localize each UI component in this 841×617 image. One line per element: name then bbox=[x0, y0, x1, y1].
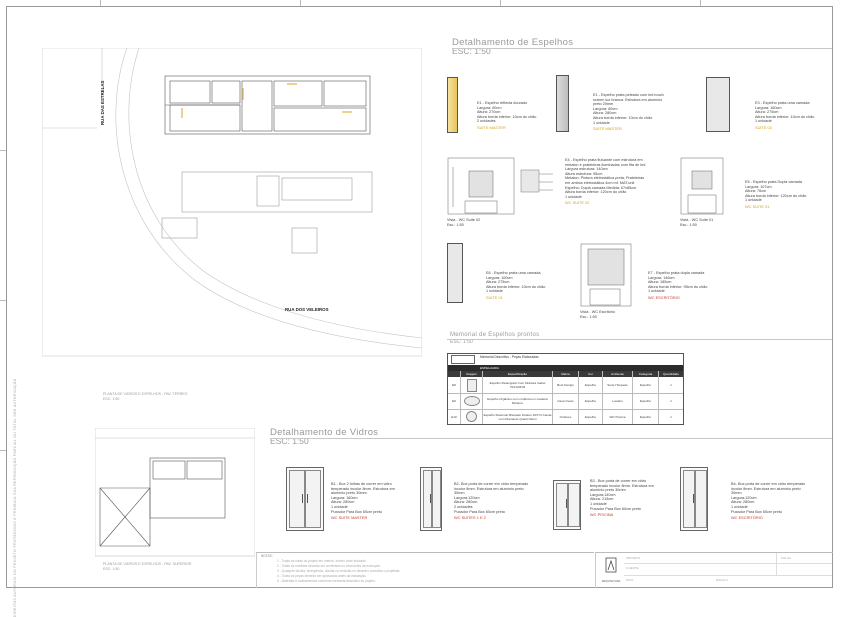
box-b3-drawing bbox=[553, 480, 581, 530]
title-field-sheet: FOLHA bbox=[781, 556, 792, 560]
view-wc-suite-01-drawing bbox=[680, 157, 724, 215]
grid-tick bbox=[100, 0, 101, 6]
box-b3-spec: B3 - Box porta de correr em vidro temper… bbox=[590, 479, 654, 518]
mirror-e5-spec: E5 - Espelho prata Dupla camada Largura:… bbox=[745, 180, 807, 209]
mirror-organic-icon bbox=[463, 396, 480, 406]
grid-tick bbox=[300, 0, 301, 6]
note-line: 1 - Todas as cotas do projeto em metros,… bbox=[277, 559, 367, 563]
mirrors-section-scale: ESC: 1:50 bbox=[452, 46, 491, 56]
glass-section-rule bbox=[270, 438, 832, 439]
box-b4-spec: B4- Box porta de correr em vidro tempera… bbox=[731, 482, 806, 521]
box-b4-drawing bbox=[680, 467, 708, 531]
memorial-rule bbox=[447, 339, 832, 340]
view-wc-escritorio-label: Vista - WC Escritório Esc.: 1:50 bbox=[580, 310, 615, 319]
door-handle-icon bbox=[566, 499, 567, 508]
upper-floor-plan-label: PLANTA DE VIDROS E ESPELHOS - PAV. SUPER… bbox=[103, 562, 192, 571]
title-field-date: DATA bbox=[626, 578, 634, 582]
product-thumbnail bbox=[460, 393, 482, 409]
product-thumbnail bbox=[460, 409, 482, 424]
door-handle-icon bbox=[693, 494, 694, 503]
view-wc-escritorio-drawing bbox=[580, 243, 632, 307]
title-field-project: PROJETO bbox=[626, 556, 641, 560]
note-line: 4 - Todas as peças deverão ser aprovadas… bbox=[277, 574, 367, 578]
mirror-e6-spec: E6 - Espelho prata uma camada Largura: 1… bbox=[486, 271, 546, 300]
box-b2-spec: B2- Box porta de correr em vidro tempera… bbox=[454, 482, 529, 521]
copyright-side-note: DIREITOS AUTORAIS DO PROJETO PROTEGIDOS … bbox=[13, 378, 17, 617]
mirror-round-icon bbox=[466, 411, 477, 422]
grid-tick bbox=[700, 0, 701, 6]
grid-tick bbox=[500, 0, 501, 6]
table-row: E9 Espelho Orgânico com moldura em madei… bbox=[448, 393, 683, 410]
view-wc-suite-02-label: Vista - WC Suíte 02 Esc.: 1:50 bbox=[447, 218, 481, 227]
memorial-table: Memorial Descritivo - Peças Elaboradas E… bbox=[447, 353, 684, 425]
ground-floor-plan-label: PLANTA DE VIDROS E ESPELHOS - PAV. TÉRRE… bbox=[103, 392, 188, 401]
mirrors-section-title: Detalhamento de Espelhos bbox=[452, 37, 574, 48]
note-line: 3 - Qualquer dúvida, divergência, dúvida… bbox=[277, 569, 401, 573]
view-wc-suite-02-drawing bbox=[447, 157, 515, 215]
mirror-e2-drawing bbox=[556, 75, 569, 132]
wc-suite-02-side-detail bbox=[520, 169, 553, 193]
memorial-title: Memorial de Espelhos prontos bbox=[450, 332, 540, 338]
mirror-e6-drawing bbox=[447, 243, 463, 303]
box-b1-spec: B1 - Box 2 folhas de correr em vidro tem… bbox=[331, 482, 395, 521]
view-wc-suite-01-label: Vista - WC Suíte 01 Esc.: 1:50 bbox=[680, 218, 714, 227]
door-handle-icon bbox=[307, 494, 308, 503]
mirror-e1-spec: E1 - Espelho reflecta dourado Largura: 6… bbox=[477, 101, 537, 130]
memorial-table-title: Memorial Descritivo - Peças Elaboradas bbox=[480, 355, 539, 359]
note-line: 5 - Materiais e acabamentos conforme mem… bbox=[277, 579, 376, 583]
company-logo-icon bbox=[451, 355, 475, 364]
grid-tick bbox=[0, 450, 6, 451]
memorial-table-header-row: Imagem Especificação Marca Cor Ambiente … bbox=[448, 371, 683, 377]
glass-section-scale: ESC: 1:50 bbox=[270, 436, 309, 446]
mirror-e3-drawing bbox=[706, 77, 730, 132]
mirror-e4-spec: E4 - Espelho prata flutuante com estrutu… bbox=[565, 158, 646, 206]
notes-box: NOTAS: 1 - Todas as cotas do projeto em … bbox=[256, 552, 594, 588]
mirror-rect-icon bbox=[466, 378, 477, 392]
box-b2-drawing bbox=[420, 467, 442, 531]
mirror-e2-spec: E1 - Espelho prata peleado com led touch… bbox=[593, 93, 664, 132]
grid-tick bbox=[0, 150, 6, 151]
table-row: E8 Espelho Retangular Com Moldura Isabel… bbox=[448, 377, 683, 394]
street-label-estrelas: RUA DAS ESTRELAS bbox=[100, 80, 105, 125]
sheet-border bbox=[6, 6, 833, 588]
mirror-e1-drawing bbox=[447, 77, 458, 133]
mirror-e7-spec: E7 - Espelho prata dupla camada Largura:… bbox=[648, 271, 708, 300]
table-row: E10 Espelho Redondo Bisotado Drakon 40X7… bbox=[448, 409, 683, 424]
box-b1-drawing bbox=[286, 467, 324, 531]
door-handle-icon bbox=[302, 494, 303, 503]
door-handle-icon bbox=[430, 494, 431, 503]
title-field-client: CLIENTE bbox=[626, 566, 639, 570]
title-field-scale: ESCALA bbox=[716, 578, 728, 582]
site-plan-ground-floor bbox=[42, 48, 422, 357]
product-thumbnail bbox=[460, 377, 482, 393]
glass-section-title: Detalhamento de Vidros bbox=[270, 427, 379, 438]
mirror-e3-spec: E3 - Espelho prata uma camada Largura: 1… bbox=[755, 101, 815, 130]
site-plan-upper-floor bbox=[95, 428, 255, 557]
mirrors-section-rule bbox=[452, 48, 832, 49]
notes-heading: NOTAS: bbox=[261, 554, 273, 558]
title-block: ARQUITETURA PROJETO CLIENTE DATA ESCALA … bbox=[595, 552, 833, 588]
note-line: 2 - Todas as medidas deverão ser conferi… bbox=[277, 564, 381, 568]
memorial-table-subtitle-row: ESPELHARIA bbox=[448, 365, 683, 371]
memorial-scale: ESC: 1:50 bbox=[450, 339, 473, 345]
grid-tick bbox=[0, 300, 6, 301]
street-label-veleiros: RUA DOS VELEIROS bbox=[285, 307, 329, 312]
architect-logo-icon: ARQUITETURA bbox=[600, 557, 622, 583]
